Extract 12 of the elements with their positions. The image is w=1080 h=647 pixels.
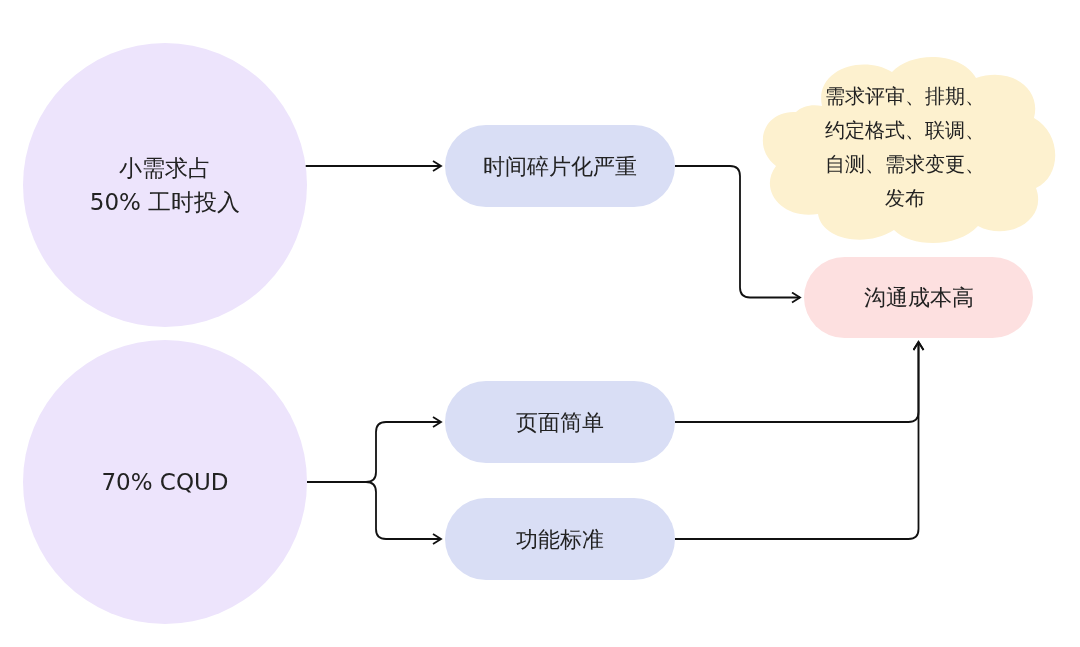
node-text: 小需求占 <box>119 153 211 183</box>
node-text: 沟通成本高 <box>863 284 974 312</box>
arrow <box>674 165 801 304</box>
node-text: 需求评审、排期、约定格式、联调、自测、需求变更、发布 <box>824 83 986 212</box>
node-text: 页面简单 <box>516 408 604 437</box>
node-text: 功能标准 <box>516 525 604 554</box>
arrow <box>306 481 442 545</box>
node-text: 50% 工时投入 <box>89 188 241 217</box>
node-text: 时间碎片化严重 <box>483 152 637 181</box>
node-text: 70% CQUD <box>101 467 229 497</box>
arrow <box>674 341 925 540</box>
arrow <box>304 160 442 172</box>
